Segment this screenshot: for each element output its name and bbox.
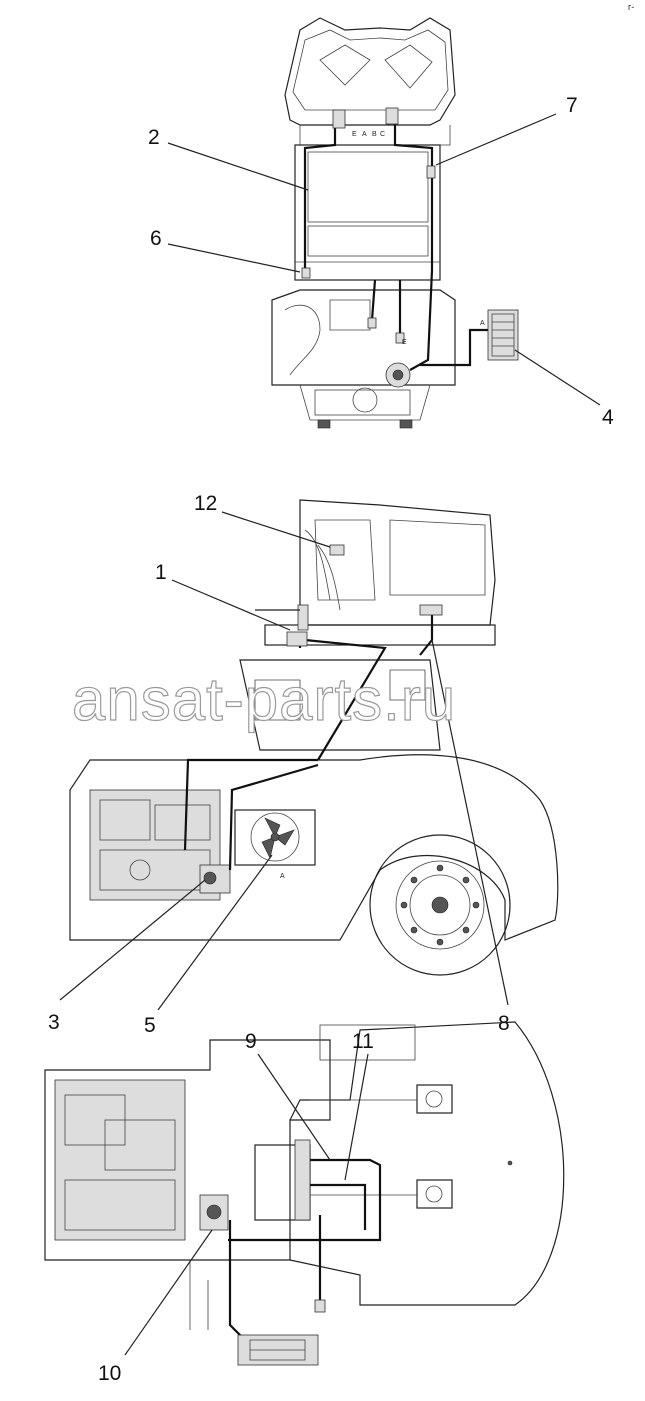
mark-b-mid: B <box>372 131 377 138</box>
callout-4: 4 <box>602 406 614 429</box>
plan-view-drawing <box>44 1021 565 1366</box>
callout-7: 7 <box>566 94 578 117</box>
corner-mark: г- <box>628 2 634 12</box>
watermark: ansat-parts.ru <box>72 666 456 733</box>
callout-2: 2 <box>148 126 160 149</box>
callout-5: 5 <box>144 1014 156 1037</box>
mark-a-right: A <box>480 320 485 327</box>
mark-c-mid: C <box>380 131 385 138</box>
mark-a-side: A <box>280 873 285 880</box>
mark-a-top: A <box>362 131 367 138</box>
callout-labels: 2 7 6 4 12 1 3 5 8 9 11 10 <box>48 94 614 1385</box>
callout-8: 8 <box>498 1012 510 1035</box>
callout-1: 1 <box>155 561 167 584</box>
mark-e-left: E <box>352 131 357 138</box>
leader-lines <box>59 113 601 1356</box>
callout-10: 10 <box>98 1362 121 1385</box>
callout-12: 12 <box>194 492 217 515</box>
callout-9: 9 <box>245 1030 257 1053</box>
top-view-drawing: A B C E A E <box>271 17 519 429</box>
callout-6: 6 <box>150 227 162 250</box>
callout-11: 11 <box>352 1030 374 1053</box>
mark-e-lower: E <box>402 339 407 346</box>
callout-3: 3 <box>48 1011 60 1034</box>
side-view-drawing: A <box>69 499 559 976</box>
